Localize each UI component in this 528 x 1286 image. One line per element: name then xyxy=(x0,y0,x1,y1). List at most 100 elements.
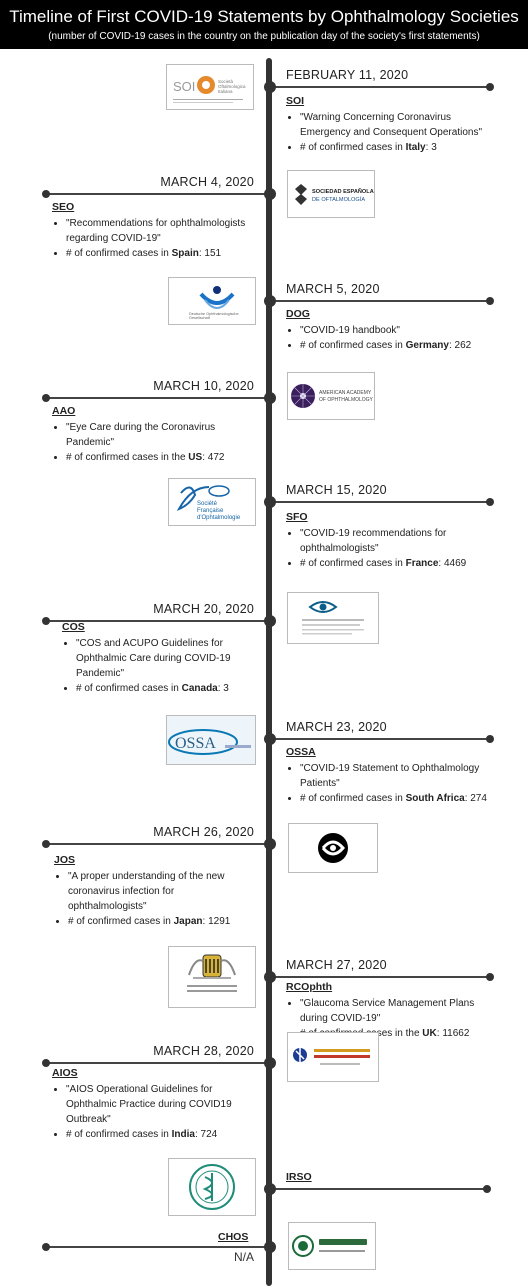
page-subtitle: (number of COVID-19 cases in the country… xyxy=(48,31,480,42)
event-details: OSSA "COVID-19 Statement to Ophthalmology… xyxy=(286,745,496,806)
rcophth-logo xyxy=(168,946,256,1008)
country-name: Japan xyxy=(173,916,203,927)
connector-line xyxy=(46,397,269,399)
not-available-label: N/A xyxy=(234,1250,255,1264)
country-name: Spain xyxy=(171,248,199,259)
case-count-value: 1291 xyxy=(208,916,231,927)
society-abbr[interactable]: SOI xyxy=(286,95,305,107)
irso-logo xyxy=(168,1158,256,1216)
svg-text:Française: Française xyxy=(197,508,224,514)
case-count-label: # of confirmed cases in xyxy=(66,1129,172,1140)
event-details: CHOS xyxy=(218,1230,278,1246)
ossa-logo: OSSA xyxy=(166,715,256,765)
society-abbr[interactable]: JOS xyxy=(54,854,76,866)
case-count-value: 3 xyxy=(431,142,437,153)
detail-list: "COVID-19 recommendations for ophthalmol… xyxy=(286,526,481,571)
society-abbr[interactable]: SEO xyxy=(52,201,75,213)
event-details: JOS "A proper understanding of the new co… xyxy=(54,853,254,929)
timeline-node xyxy=(264,1057,276,1069)
header: Timeline of First COVID-19 Statements by… xyxy=(0,0,528,49)
timeline-node xyxy=(264,971,276,983)
country-name: UK xyxy=(422,1028,437,1039)
society-abbr[interactable]: DOG xyxy=(286,308,310,320)
case-count-value: 151 xyxy=(204,248,222,259)
connector-end-dot xyxy=(42,1243,50,1251)
connector-line xyxy=(269,738,490,740)
case-count-label: # of confirmed cases in xyxy=(300,558,406,569)
society-abbr[interactable]: COS xyxy=(62,621,85,633)
chos-logo xyxy=(288,1222,376,1270)
case-count: # of confirmed cases in Italy: 3 xyxy=(300,140,496,155)
timeline-node xyxy=(264,392,276,404)
connector-end-dot xyxy=(486,973,494,981)
connector-line xyxy=(46,1246,269,1248)
case-count: # of confirmed cases in India: 724 xyxy=(66,1127,252,1142)
case-count-value: 274 xyxy=(470,793,487,804)
connector-line xyxy=(46,1062,269,1064)
society-abbr[interactable]: CHOS xyxy=(218,1231,249,1243)
event-details: COS"COS and ACUPO Guidelines for Ophthal… xyxy=(62,620,257,696)
statement-title: "Glaucoma Service Management Plans durin… xyxy=(300,996,496,1026)
detail-list: "A proper understanding of the new coron… xyxy=(54,869,254,929)
statement-title: "COVID-19 handbook" xyxy=(300,323,496,338)
event-date: MARCH 26, 2020 xyxy=(153,825,254,839)
detail-list: "Recommendations for ophthalmologists re… xyxy=(52,216,262,261)
society-abbr[interactable]: AAO xyxy=(52,405,76,417)
svg-text:DE OFTALMOLOGÍA: DE OFTALMOLOGÍA xyxy=(312,196,365,203)
connector-end-dot xyxy=(42,840,50,848)
svg-text:Oftalmologica: Oftalmologica xyxy=(218,84,246,89)
detail-list: "Eye Care during the Coronavirus Pandemi… xyxy=(52,420,247,465)
connector-line xyxy=(46,193,269,195)
society-abbr[interactable]: IRSO xyxy=(286,1171,312,1183)
case-count: # of confirmed cases in Japan: 1291 xyxy=(68,914,254,929)
event-date: MARCH 15, 2020 xyxy=(286,483,387,497)
society-abbr[interactable]: OSSA xyxy=(286,746,316,758)
event-date: MARCH 28, 2020 xyxy=(153,1044,254,1058)
case-count-label: # of confirmed cases in xyxy=(300,340,406,351)
cos-logo xyxy=(287,592,379,644)
aios-logo xyxy=(287,1032,379,1082)
connector-end-dot xyxy=(483,1185,491,1193)
society-abbr[interactable]: SFO xyxy=(286,511,308,523)
svg-text:SOI: SOI xyxy=(173,79,195,94)
country-name: India xyxy=(171,1129,195,1140)
event-date: MARCH 23, 2020 xyxy=(286,720,387,734)
timeline-node xyxy=(264,188,276,200)
svg-text:SOCIEDAD ESPAÑOLA: SOCIEDAD ESPAÑOLA xyxy=(312,188,374,195)
timeline-node xyxy=(264,496,276,508)
timeline-node xyxy=(264,838,276,850)
detail-list: "Warning Concerning Coronavirus Emergenc… xyxy=(286,110,496,155)
statement-title: "COVID-19 Statement to Ophthalmology Pat… xyxy=(300,761,496,791)
statement-title: "Recommendations for ophthalmologists re… xyxy=(66,216,262,246)
jos-logo xyxy=(288,823,378,873)
connector-line xyxy=(269,1188,487,1190)
event-details: IRSO xyxy=(286,1170,346,1186)
case-count: # of confirmed cases in Spain: 151 xyxy=(66,246,262,261)
case-count: # of confirmed cases in the US: 472 xyxy=(66,450,247,465)
event-details: SFO "COVID-19 recommendations for ophthal… xyxy=(286,510,481,571)
case-count-value: 4469 xyxy=(443,558,467,569)
timeline-axis xyxy=(266,58,272,1286)
connector-line xyxy=(269,501,490,503)
case-count-value: 11662 xyxy=(442,1028,470,1039)
event-details: SOI "Warning Concerning Coronavirus Emerg… xyxy=(286,94,496,155)
country-name: France xyxy=(405,558,439,569)
case-count-label: # of confirmed cases in xyxy=(300,142,406,153)
case-count: # of confirmed cases in South Africa: 27… xyxy=(300,791,496,806)
detail-list: "AIOS Operational Guidelines for Ophthal… xyxy=(52,1082,252,1142)
event-date: MARCH 10, 2020 xyxy=(153,379,254,393)
society-abbr[interactable]: AIOS xyxy=(52,1067,78,1079)
connector-end-dot xyxy=(42,394,50,402)
connector-end-dot xyxy=(486,83,494,91)
society-abbr[interactable]: RCOphth xyxy=(286,981,333,993)
case-count-label: # of confirmed cases in xyxy=(66,452,172,463)
event-details: AAO "Eye Care during the Coronavirus Pand… xyxy=(52,404,247,465)
case-count-label: # of confirmed cases in xyxy=(300,793,406,804)
statement-title: "COVID-19 recommendations for ophthalmol… xyxy=(300,526,481,556)
event-details: AIOS "AIOS Operational Guidelines for Oph… xyxy=(52,1066,252,1142)
statement-title: "Warning Concerning Coronavirus Emergenc… xyxy=(300,110,496,140)
connector-end-dot xyxy=(486,735,494,743)
country-name: Germany xyxy=(405,340,449,351)
